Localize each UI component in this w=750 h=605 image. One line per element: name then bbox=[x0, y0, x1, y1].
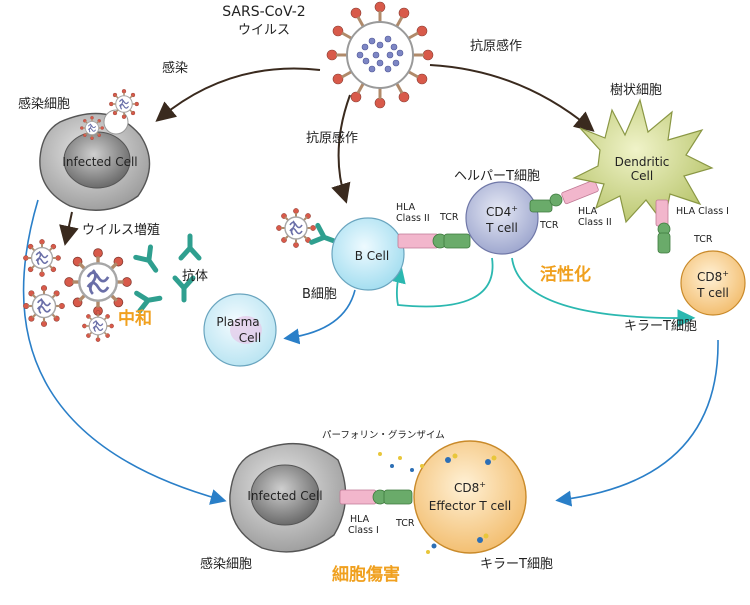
hla-class1-bottom-line2: Class I bbox=[348, 525, 379, 536]
tcr-killer-label: TCR bbox=[693, 234, 713, 245]
dendritic-cell bbox=[572, 98, 714, 226]
arrow-antigen-right bbox=[429, 64, 595, 132]
tcr-dc-label: TCR bbox=[539, 220, 559, 231]
killer-t-caption: キラーT細胞 bbox=[624, 319, 697, 334]
label-neutralization: 中和 bbox=[118, 308, 152, 329]
hla-class2-b-line2: Class II bbox=[396, 213, 430, 224]
arrow-activation-killer bbox=[511, 257, 696, 328]
arrow-infection bbox=[155, 67, 321, 122]
b-cell-label: B Cell bbox=[355, 249, 389, 263]
effector-t-caption: キラーT細胞 bbox=[480, 557, 553, 572]
label-infection: 感染 bbox=[162, 60, 188, 76]
tcr-bottom-molecule bbox=[372, 489, 413, 505]
arrow-antigen-center bbox=[331, 94, 351, 204]
arrow-activation-bcell bbox=[388, 257, 494, 308]
b-cell bbox=[331, 217, 405, 291]
antibody-icon-3 bbox=[137, 289, 162, 311]
infected-top-caption: 感染細胞 bbox=[18, 96, 70, 112]
label-antibody: 抗体 bbox=[182, 269, 208, 284]
plasma-cell bbox=[203, 293, 277, 367]
label-proliferation: ウイルス増殖 bbox=[82, 222, 160, 238]
sars-cov-2-virus bbox=[326, 1, 434, 109]
virus-subtitle: ウイルス bbox=[238, 23, 290, 38]
helper-t-label-line1: CD4+ bbox=[486, 204, 518, 219]
helper-t-label-line2: T cell bbox=[485, 221, 518, 235]
dendritic-label-line1: Dendritic bbox=[615, 155, 670, 169]
helper-t-caption: ヘルパーT細胞 bbox=[454, 169, 540, 184]
killer-t-label-line2: T cell bbox=[696, 286, 729, 300]
label-perforin: パーフォリン・グランザイム bbox=[322, 429, 445, 441]
arrow-bcell-to-plasma bbox=[283, 289, 356, 345]
label-antigen-center: 抗原感作 bbox=[306, 130, 358, 146]
helper-t-cell bbox=[465, 181, 539, 255]
hla-class1-dc-label: HLA Class I bbox=[676, 206, 729, 217]
virus-name: SARS-CoV-2 bbox=[222, 4, 305, 20]
infected-cell-bottom bbox=[229, 443, 347, 553]
hla-class2-dc-line1: HLA bbox=[578, 206, 598, 217]
plasma-label-line1: Plasma bbox=[216, 315, 259, 329]
tcr-dc-molecule bbox=[529, 193, 563, 213]
virus-icon-cluster-2 bbox=[62, 246, 134, 318]
effector-t-label-line1: CD8+ bbox=[454, 480, 486, 495]
b-cell-caption: B細胞 bbox=[302, 287, 337, 302]
hla-class2-dc-molecule bbox=[561, 179, 599, 205]
hla-class2-b-line1: HLA bbox=[396, 202, 416, 213]
hla-class1-bottom-line1: HLA bbox=[350, 514, 370, 525]
hla-class2-b-molecule bbox=[397, 233, 439, 249]
label-antigen-right: 抗原感作 bbox=[470, 38, 522, 54]
hla-class2-dc-line2: Class II bbox=[578, 217, 612, 228]
killer-t-label-line1: CD8+ bbox=[697, 269, 729, 284]
virus-icon-budding-1 bbox=[108, 88, 140, 120]
virus-icon-cluster-3 bbox=[22, 284, 66, 328]
effector-t-cell bbox=[413, 440, 527, 554]
arrow-killer-to-effector bbox=[555, 339, 719, 507]
antibody-icon-1 bbox=[136, 247, 163, 275]
label-cytotoxicity: 細胞傷害 bbox=[332, 564, 400, 585]
label-activation: 活性化 bbox=[540, 264, 591, 285]
dendritic-label-line2: Cell bbox=[631, 169, 653, 183]
infected-bottom-label: Infected Cell bbox=[247, 489, 322, 503]
plasma-label-line2: Cell bbox=[239, 331, 261, 345]
infected-top-label: Infected Cell bbox=[62, 155, 137, 169]
virus-icon-cluster-1 bbox=[22, 238, 62, 278]
infected-cell-top bbox=[39, 109, 151, 211]
tcr-killer-molecule bbox=[657, 222, 671, 254]
arrow-proliferation bbox=[59, 211, 79, 246]
tcr-b-label: TCR bbox=[439, 212, 459, 223]
perforin-granules bbox=[378, 452, 497, 554]
tcr-b-molecule bbox=[432, 233, 471, 249]
killer-t-cell bbox=[680, 250, 746, 316]
hla-class1-bottom-molecule bbox=[339, 489, 377, 505]
tcr-bottom-label: TCR bbox=[395, 518, 415, 529]
virus-icon-cluster-4 bbox=[81, 309, 115, 343]
hla-class1-dc-molecule bbox=[655, 199, 669, 227]
effector-t-label-line2: Effector T cell bbox=[429, 499, 511, 513]
dendritic-caption: 樹状細胞 bbox=[610, 83, 662, 98]
antibody-icon-2 bbox=[181, 236, 199, 258]
virus-icon-budding-2 bbox=[79, 115, 105, 141]
infected-bottom-caption: 感染細胞 bbox=[200, 556, 252, 572]
